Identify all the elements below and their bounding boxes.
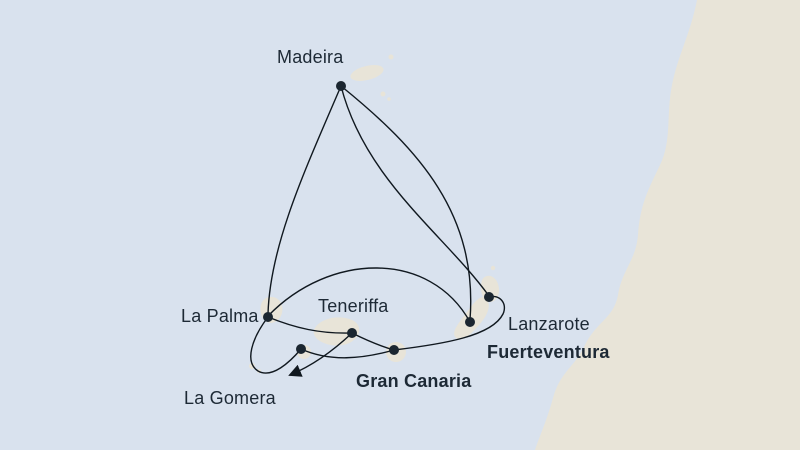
route-la-palma-la-gomera-loop <box>250 316 302 374</box>
port-dots-group <box>263 81 494 355</box>
port-dot-fuerteventura <box>465 317 475 327</box>
route-la-gomera-gran-canaria <box>300 348 395 359</box>
port-dot-la-gomera <box>296 344 306 354</box>
island-madeira <box>350 65 384 81</box>
route-la-palma-teneriffa <box>267 316 353 334</box>
route-fuerteventura-la-palma <box>267 267 471 323</box>
landmass-group <box>249 0 800 450</box>
port-dot-gran-canaria <box>389 345 399 355</box>
route-leg-with-arrow <box>288 332 353 377</box>
port-dot-la-palma <box>263 312 273 322</box>
island-desertas-2 <box>387 97 391 101</box>
route-madeira-lanzarote <box>340 85 490 297</box>
route-gran-canaria-lanzarote <box>393 295 506 351</box>
island-desertas-1 <box>380 91 386 97</box>
island-porto-santo <box>388 54 394 60</box>
island-tenerife <box>313 317 360 346</box>
route-madeira-la-palma <box>267 85 342 315</box>
port-dot-teneriffa <box>347 328 357 338</box>
africa-coast-landmass <box>535 0 800 450</box>
port-dot-lanzarote <box>484 292 494 302</box>
port-dot-madeira <box>336 81 346 91</box>
route-madeira-fuerteventura <box>340 85 472 321</box>
island-la-graciosa <box>490 265 496 271</box>
